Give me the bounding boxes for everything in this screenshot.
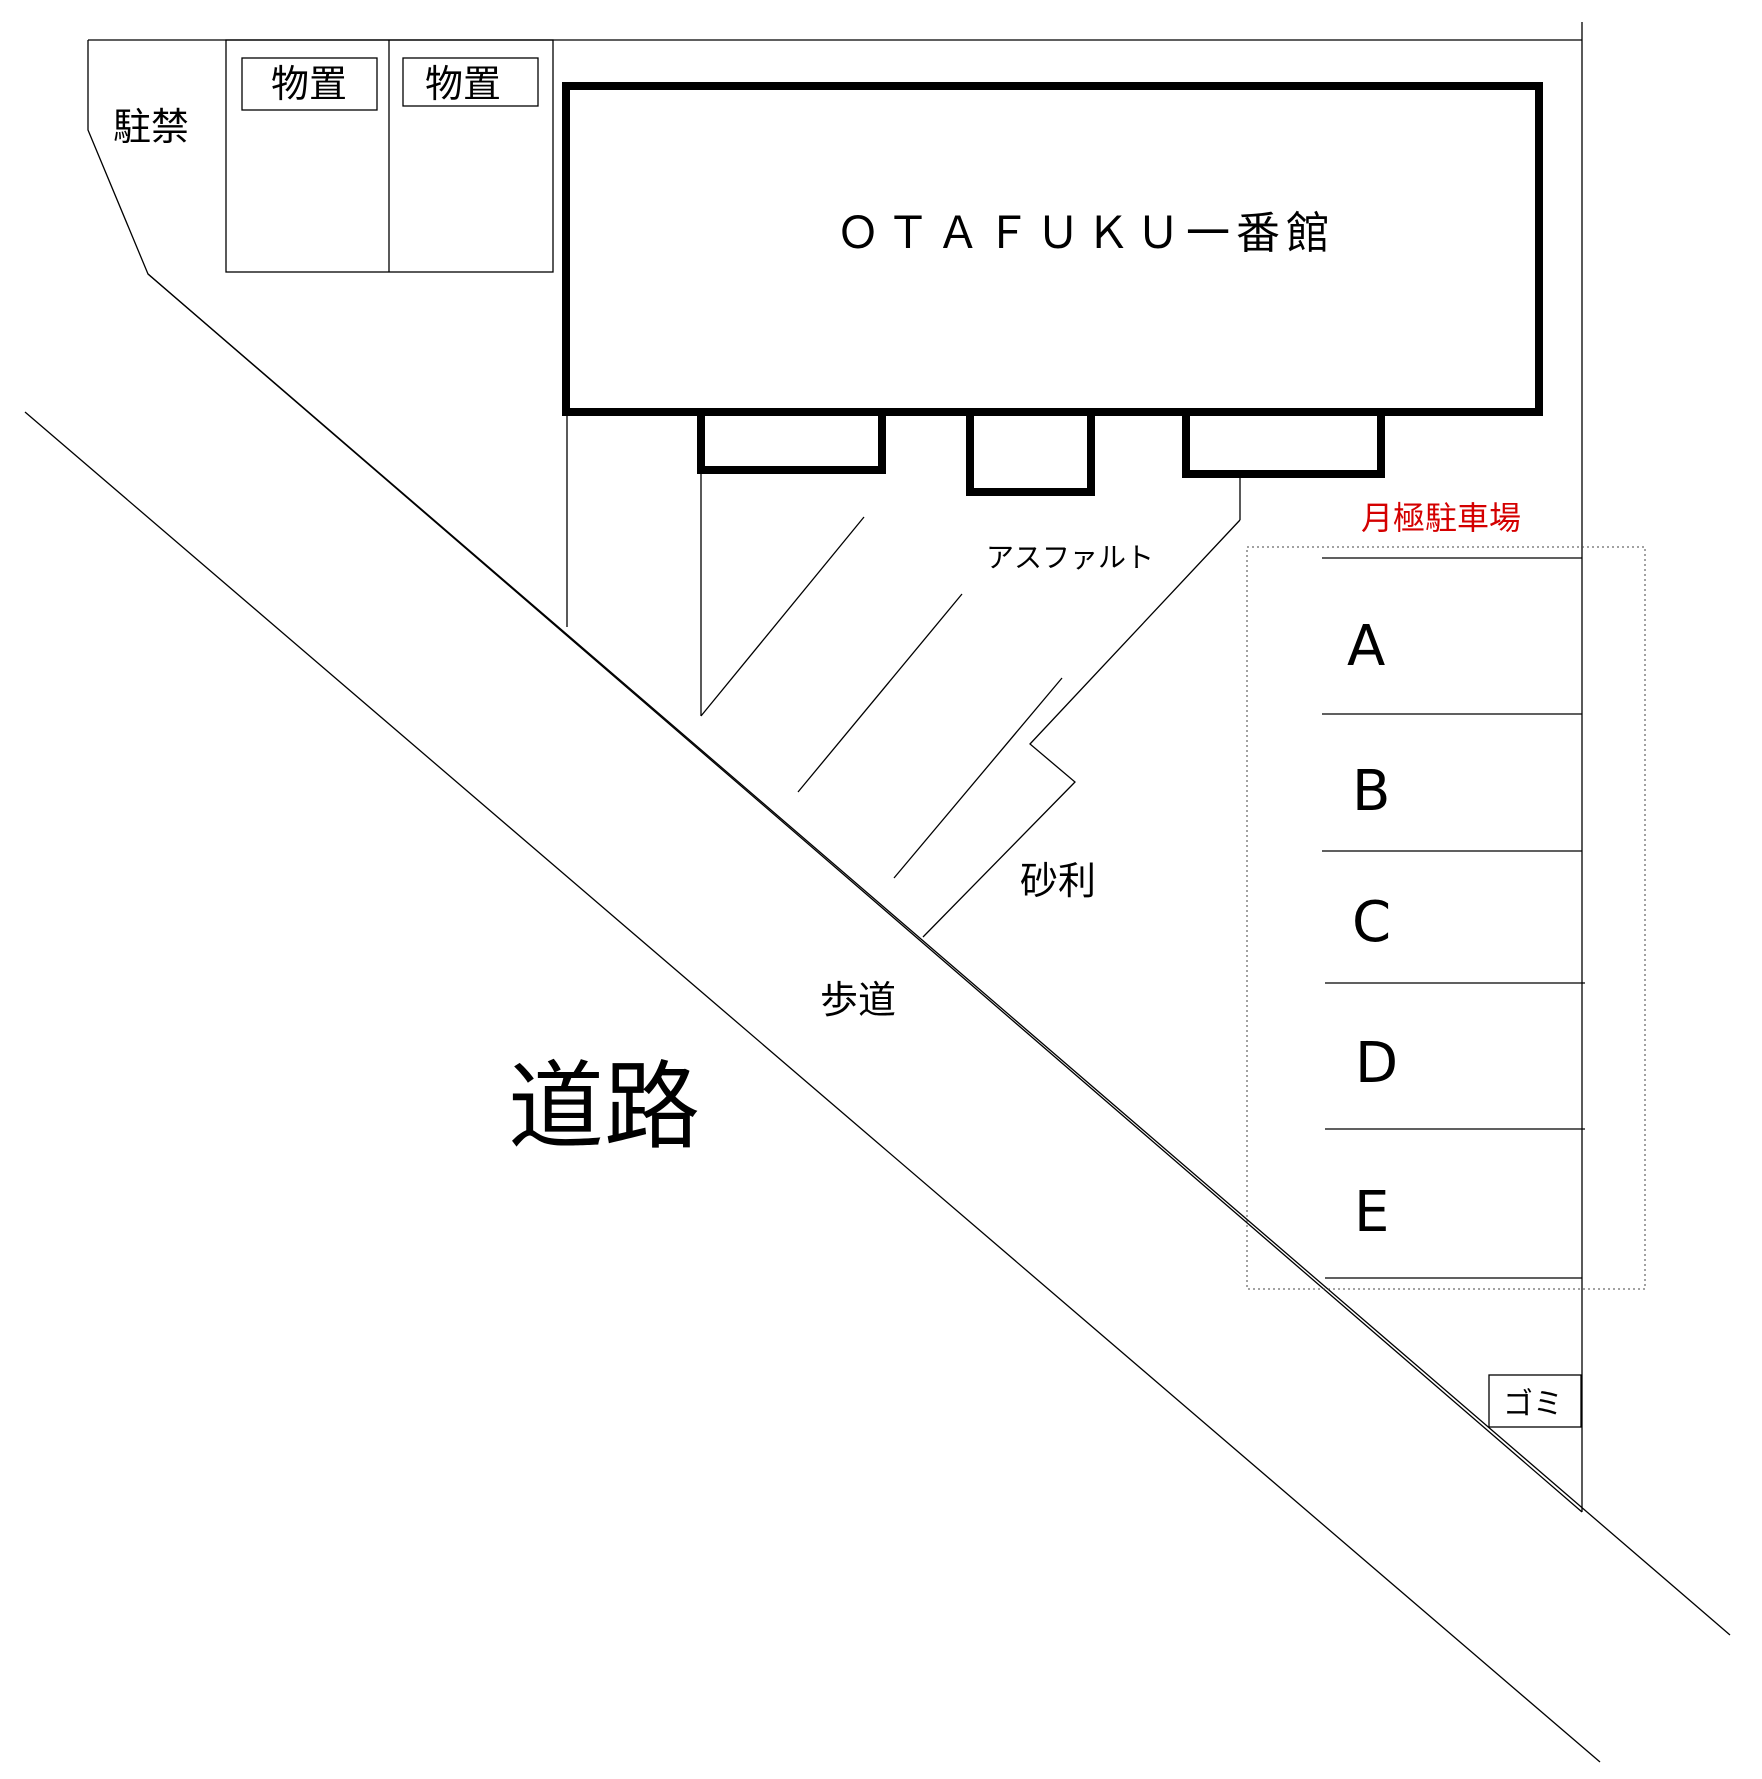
parking-space-c: C [1352,890,1391,955]
parking-space-e: E [1354,1180,1389,1245]
storage-block [225,39,554,273]
parking-space-b: B [1352,759,1390,824]
parking-space-a: A [1347,614,1385,679]
gravel-label: 砂利 [1020,859,1096,903]
parking-space-d: D [1355,1031,1398,1096]
garbage-box [1488,1374,1582,1428]
storage-label-2: 物置 [425,62,501,106]
sidewalk-label: 歩道 [820,978,896,1022]
building-name: ＯＴＡＦＵＫＵ一番館 [836,208,1336,259]
asphalt-label: アスファルト [986,541,1154,574]
garbage-label: ゴミ [1503,1387,1563,1422]
parking-area-lines [566,412,1241,938]
road-edge [24,273,1731,1763]
building [562,82,1543,496]
parking-space-dividers [1322,557,1585,1279]
monthly-parking-area [1246,546,1646,1290]
storage-label-1: 物置 [271,62,347,106]
storage-label-box-1 [241,57,378,111]
monthly-parking-label: 月極駐車場 [1361,499,1521,537]
road-label: 道路 [508,1051,700,1163]
no-parking-label: 駐禁 [113,105,189,149]
storage-label-box-2 [402,57,539,107]
